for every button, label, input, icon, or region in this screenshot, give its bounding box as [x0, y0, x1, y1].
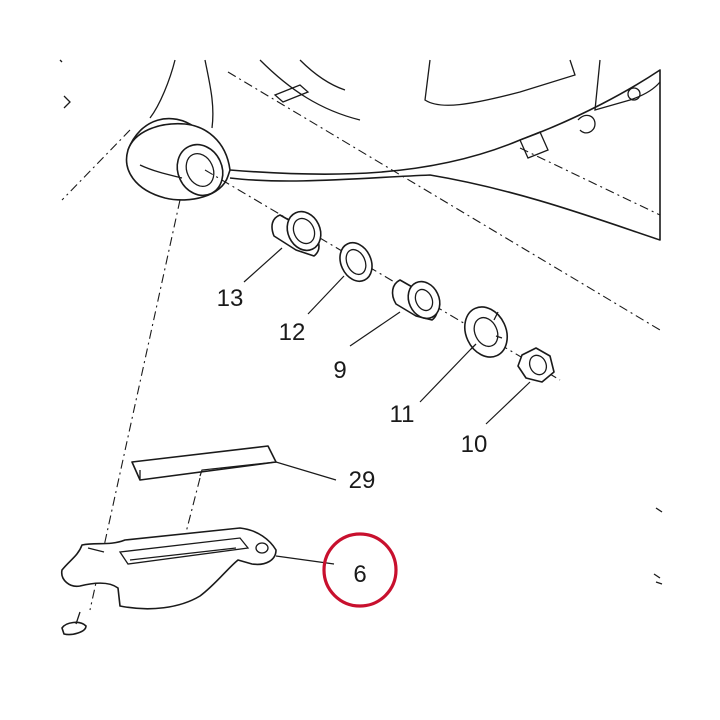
callout-9: 9 [333, 357, 346, 384]
callout-10: 10 [461, 431, 488, 458]
highlight-circle [322, 532, 398, 608]
leader-lines [199, 247, 531, 565]
screw [61, 611, 87, 636]
edge-marks [653, 507, 663, 585]
bush-9 [391, 279, 441, 321]
callout-29: 29 [349, 467, 376, 494]
callout-12: 12 [279, 319, 306, 346]
pad-29 [131, 445, 277, 481]
pivot-boss [125, 122, 231, 201]
callout-13: 13 [217, 285, 244, 312]
callout-6: 6 [353, 561, 366, 588]
seal-12 [339, 241, 373, 283]
bearing-13 [271, 210, 322, 257]
guard-6 [60, 527, 277, 610]
nut-10 [517, 347, 555, 383]
callout-11: 11 [390, 401, 415, 428]
washer-11 [464, 306, 508, 358]
